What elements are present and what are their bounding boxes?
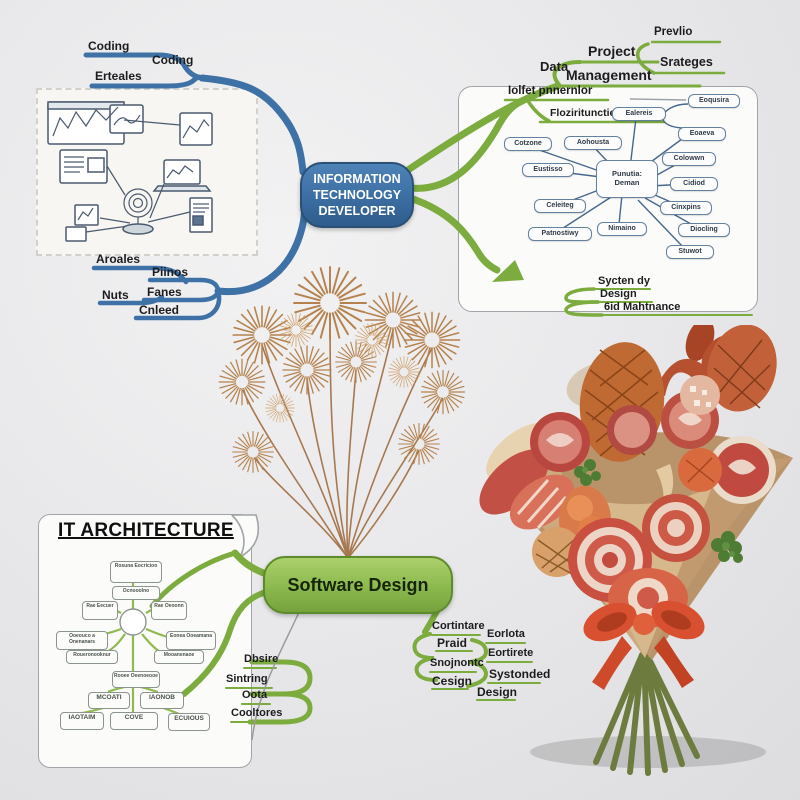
tr-box-eoaeva: Eoaeva [678, 127, 726, 142]
meat-bouquet-illustration [479, 325, 793, 776]
tr-center-node: Punutia: Deman [596, 160, 658, 198]
snojnontc-label: Snojnontc [430, 657, 484, 669]
oota-label: Oota [242, 689, 268, 701]
tr-box-cotzone: Cotzone [504, 137, 552, 152]
systonded-label: Systonded [489, 667, 551, 681]
sintring-label: Sintring [226, 673, 268, 685]
bl-box-13: ECUIOUS [168, 713, 210, 731]
bl-box-11: IAOTAIM [60, 712, 104, 730]
fanes-label: Fanes [147, 285, 182, 299]
erteales-label: Erteales [95, 69, 142, 83]
prevlio-label: Prevlio [654, 26, 693, 38]
coding-label-1: Coding [88, 39, 130, 53]
bl-box-10: IAONOB [140, 692, 184, 709]
data-label: Data [540, 59, 569, 74]
bl-box-4: Ooeouco a Onenanars [56, 631, 108, 650]
sd-node-label: Software Design [287, 574, 429, 595]
cortintare-label: Cortintare [432, 620, 485, 632]
ribbon-bow [583, 600, 705, 690]
cooltores-label: Cooltores [231, 707, 283, 719]
piinos-label: Piinos [152, 265, 189, 279]
it-developer-node: INFORMATION TECHNOLOGY DEVELOPER [300, 162, 414, 228]
tr-box-stuwot: Stuwot [666, 245, 714, 260]
bl-box-1: Ocnooolno [112, 586, 160, 600]
management-label: Management [566, 67, 652, 83]
bl-box-2: Rae Eecuer [82, 601, 118, 620]
aroales-label: Aroales [96, 252, 141, 266]
bl-box-6: Eonea Ooeamana [166, 631, 216, 650]
tr-box-eoqusira: Eoqusira [688, 94, 740, 109]
coding-label-2: Coding [152, 53, 194, 67]
design-label: Design [600, 288, 637, 300]
tr-box-colowwn: Colowwn [662, 152, 716, 167]
dbsire-label: Dbsire [244, 653, 279, 665]
bl-box-9: MCOATI [88, 692, 130, 709]
tr-header-1: Iolfet pnnernlor [508, 85, 593, 97]
bl-box-12: COVE [110, 712, 158, 730]
tr-box-diocling: Diocling [678, 223, 730, 238]
it-node-label: INFORMATION TECHNOLOGY DEVELOPER [312, 171, 402, 219]
tr-box-celeiteg: Celeiteg [534, 199, 586, 214]
bl-box-7: Mooanenaoe [154, 650, 204, 664]
tr-box-nimaino: Nimaino [597, 222, 647, 237]
bl-box-0: Rosuna Eocricioo [110, 561, 162, 583]
design2-label: Design [477, 685, 518, 699]
tr-box-aohousta: Aohousta [564, 136, 622, 151]
bl-center-circle [119, 608, 147, 636]
project-label: Project [588, 43, 636, 59]
eortirete-label: Eortirete [488, 647, 534, 659]
tr-box-patnostiwy: Patnostiwy [528, 227, 592, 242]
eorlota-label: Eorlota [487, 628, 525, 640]
green-arrowhead [492, 260, 524, 282]
praid-label: Praid [437, 636, 468, 650]
tr-header-2: Floziritunctie [550, 107, 616, 119]
tr-box-cidiod: Cidiod [670, 177, 718, 192]
bl-box-5: Roueronooknur [66, 650, 118, 664]
cnleed-label: Cnleed [139, 303, 180, 317]
cesign-label: Cesign [432, 674, 473, 688]
software-design-node: Software Design [263, 556, 453, 614]
tr-box-ealereis: Ealereis [612, 107, 666, 122]
tr-box-eustisso: Eustisso [522, 163, 574, 178]
sycten-label: Sycten dy [598, 275, 650, 287]
it-architecture-title: IT ARCHITECTURE [58, 520, 234, 541]
tr-box-cinxpins: Cinxpins [660, 201, 712, 216]
nuts-label: Nuts [102, 288, 129, 302]
srateges-label: Srateges [660, 55, 713, 69]
maintenance-label: 6id Mahtnance [604, 301, 681, 313]
bl-box-8: Rooee Oeenoeooe [112, 671, 160, 688]
bl-box-3: Rae Oeoonn [151, 601, 187, 620]
